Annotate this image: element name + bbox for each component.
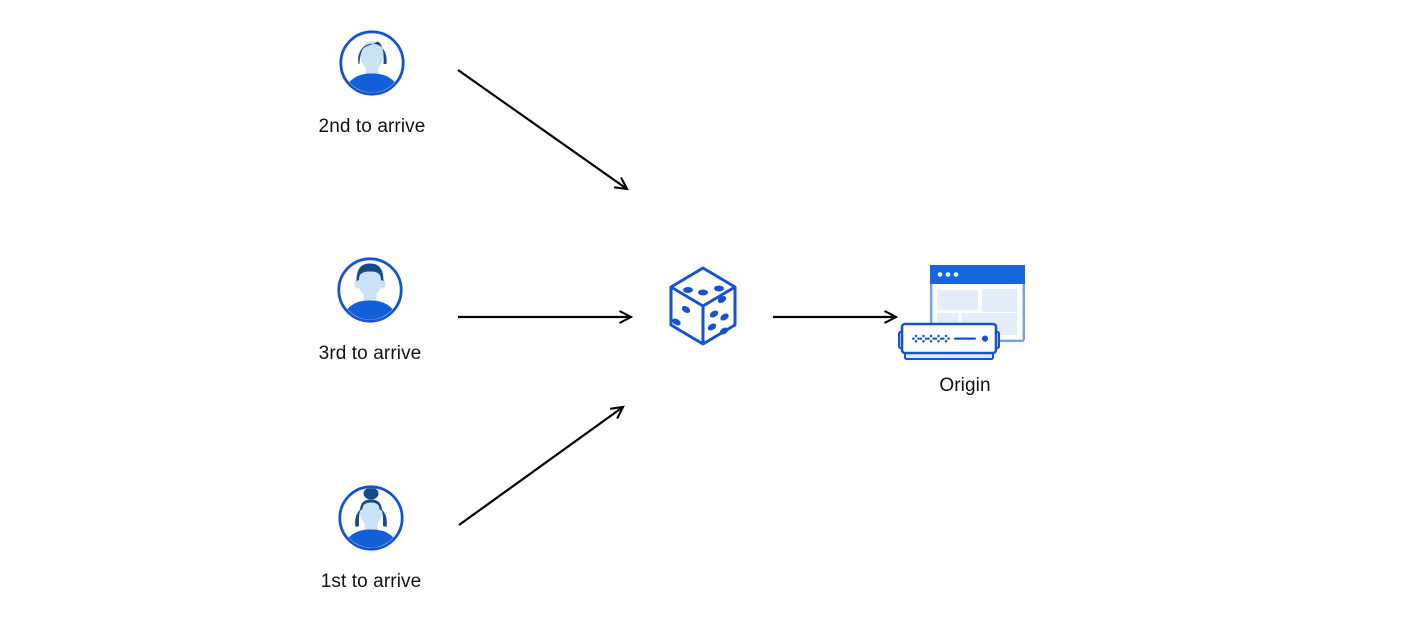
- user-avatar-male-flat-top-icon: [337, 257, 403, 323]
- edge-visitor_top-to-randomizer: [457, 69, 629, 191]
- visitor-middle-label: 3rd to arrive: [318, 343, 422, 364]
- origin-server-browser-icon: [898, 265, 1025, 360]
- user-avatar-female-bun-icon: [338, 485, 404, 551]
- server-icon: [898, 322, 1000, 360]
- origin-label: Origin: [939, 375, 991, 396]
- node-visitor-middle: 3rd to arrive: [319, 257, 421, 364]
- browser-window-icon: [930, 265, 1025, 342]
- node-visitor-bottom: 1st to arrive: [321, 485, 421, 592]
- edge-visitor_bottom-to-randomizer: [458, 405, 625, 526]
- dice-icon: [669, 266, 737, 346]
- visitor-bottom-label: 1st to arrive: [320, 571, 422, 592]
- node-randomizer: [667, 265, 739, 352]
- node-visitor-top: 2nd to arrive: [319, 30, 425, 137]
- visitor-top-label: 2nd to arrive: [318, 116, 426, 137]
- user-avatar-male-swept-hair-icon: [339, 30, 405, 96]
- server-lights: [912, 334, 989, 343]
- node-origin: Origin: [895, 263, 1035, 396]
